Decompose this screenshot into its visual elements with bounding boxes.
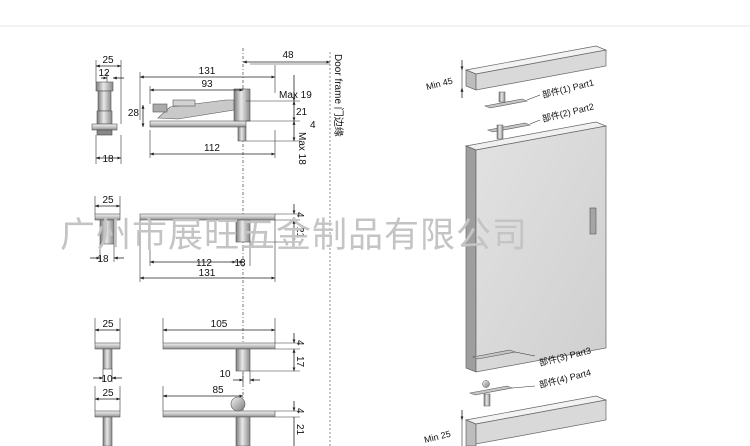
dim-s2-4: 4 <box>294 212 305 218</box>
dim-s1-4: 4 <box>310 120 316 131</box>
section-1-pivot-assembly: 25 12 18 <box>91 48 331 446</box>
dim-s1-93: 93 <box>201 79 213 90</box>
bottom-frame-bar: Min 25 <box>423 395 608 446</box>
door-handle <box>589 207 597 235</box>
dim-s2-18b: 18 <box>234 258 246 269</box>
door-frame-label: Door frame 门边缘 <box>332 54 345 137</box>
dim-s2-25: 25 <box>102 195 114 206</box>
dim-s3-105: 105 <box>211 319 228 330</box>
part2-label: 部件(2) Part2 <box>541 100 595 123</box>
dim-s2-131: 131 <box>199 268 216 279</box>
dim-s3-17: 17 <box>294 356 305 368</box>
dim-s3-4b: 4 <box>294 408 305 414</box>
dim-s3-10: 10 <box>101 374 113 385</box>
section-3-side-view: 25 10 25 <box>93 318 122 446</box>
company-watermark: 广州市展旺五金制品有限公司 <box>60 216 528 256</box>
dim-s2-21: 21 <box>294 227 305 239</box>
dim-s3-25b: 25 <box>102 388 114 399</box>
dim-s3-25: 25 <box>102 319 114 330</box>
dim-s1-max18: Max 18 <box>296 132 307 165</box>
dim-s1-48: 48 <box>282 50 294 61</box>
section-1-side-view: 25 12 18 <box>91 55 124 165</box>
dim-s2-112: 112 <box>196 258 212 269</box>
dim-s1-112: 112 <box>204 143 220 154</box>
dim-s1-12: 12 <box>98 68 110 79</box>
part4-label: 部件(4) Part4 <box>538 366 592 389</box>
dim-s3-4: 4 <box>294 340 305 346</box>
section-2-pivot-assembly: 25 18 112 18 131 4 21 <box>90 195 305 282</box>
dim-s1-28: 28 <box>128 108 140 119</box>
min25-label: Min 25 <box>423 429 452 445</box>
dim-s3-85: 85 <box>212 385 224 396</box>
dim-s1-18: 18 <box>102 154 114 165</box>
door-panel <box>464 121 608 373</box>
dim-s1-131: 131 <box>199 66 216 77</box>
min45-label: Min 45 <box>425 76 454 92</box>
dim-s1-max19: Max 19 <box>279 90 312 101</box>
dim-s3-10b: 10 <box>219 369 231 380</box>
dim-s2-18: 18 <box>97 254 109 265</box>
dim-s1-21: 21 <box>296 107 308 118</box>
section-2-main-view: 112 18 131 4 21 <box>139 204 305 282</box>
dim-s3-21: 21 <box>294 424 305 436</box>
dim-s1-25: 25 <box>102 55 114 66</box>
part1-label: 部件(1) Part1 <box>541 76 595 99</box>
section-2-side-view: 25 18 <box>90 195 124 265</box>
section-3-main-view: 105 10 85 4 17 4 21 <box>162 318 305 446</box>
section-1-main-view: 48 131 93 28 112 Max 19 21 4 Max 18 <box>128 48 331 446</box>
section-3-pivot-assembly: 25 10 25 <box>93 318 305 446</box>
